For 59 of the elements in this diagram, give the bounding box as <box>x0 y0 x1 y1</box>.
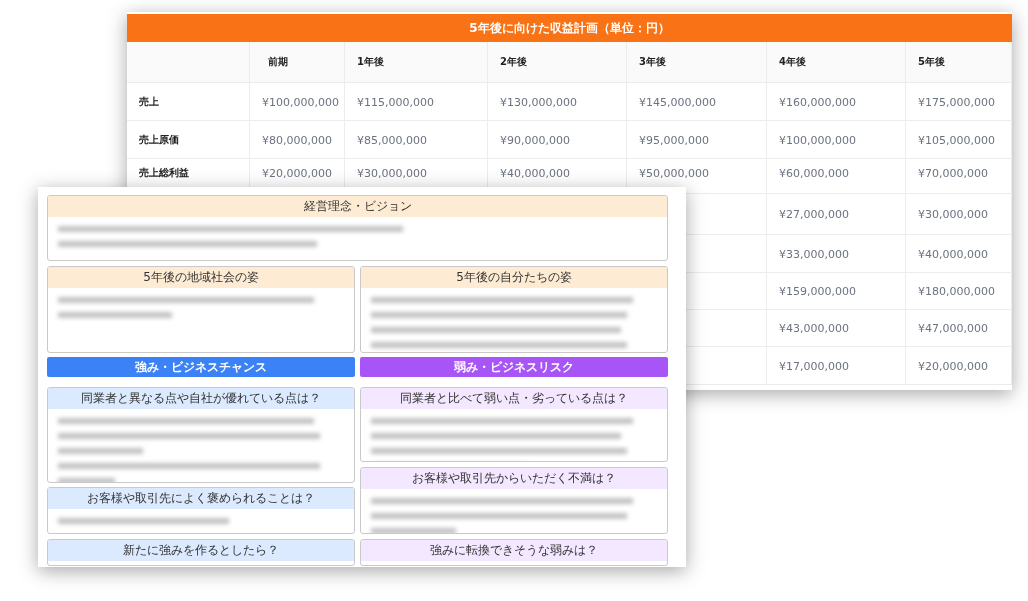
card-heading: お客様や取引先からいただく不満は？ <box>361 468 667 489</box>
table-value: ¥105,000,000 <box>918 133 995 146</box>
card-heading: 5年後の地域社会の姿 <box>48 267 354 288</box>
section-banner: 強み・ビジネスチャンス <box>47 357 355 377</box>
question-card <box>47 266 355 353</box>
table-value: ¥95,000,000 <box>639 133 709 146</box>
table-value: ¥27,000,000 <box>779 207 849 221</box>
column-header: 3年後 <box>639 55 666 69</box>
table-value: ¥160,000,000 <box>779 95 856 108</box>
form-sheet <box>38 187 686 567</box>
table-value: ¥145,000,000 <box>639 95 716 108</box>
row-header: 売上原価 <box>139 132 179 147</box>
column-header: 1年後 <box>357 55 384 69</box>
question-card <box>360 387 668 462</box>
table-value: ¥180,000,000 <box>918 284 995 298</box>
card-heading: 5年後の自分たちの姿 <box>361 267 667 288</box>
card-heading: お客様や取引先によく褒められることは？ <box>48 488 354 509</box>
table-value: ¥115,000,000 <box>357 95 434 108</box>
table-value: ¥33,000,000 <box>779 247 849 260</box>
question-card <box>360 266 668 353</box>
table-value: ¥90,000,000 <box>500 133 570 146</box>
table-value: ¥60,000,000 <box>779 166 849 180</box>
table-value: ¥30,000,000 <box>918 207 988 221</box>
table-value: ¥43,000,000 <box>779 321 849 335</box>
column-header: 5年後 <box>918 55 945 69</box>
table-value: ¥40,000,000 <box>918 247 988 260</box>
row-header: 売上総利益 <box>139 165 189 180</box>
row-header: 売上 <box>139 94 159 109</box>
question-card <box>47 539 355 566</box>
card-heading: 同業者と比べて弱い点・劣っている点は？ <box>361 388 667 409</box>
table-value: ¥100,000,000 <box>779 133 856 146</box>
question-card <box>360 467 668 534</box>
table-value: ¥70,000,000 <box>918 166 988 180</box>
table-value: ¥20,000,000 <box>262 166 332 180</box>
table-value: ¥100,000,000 <box>262 95 339 108</box>
card-heading: 新たに強みを作るとしたら？ <box>48 540 354 561</box>
question-card <box>47 387 355 483</box>
table-value: ¥17,000,000 <box>779 359 849 372</box>
table-value: ¥85,000,000 <box>357 133 427 146</box>
section-banner: 弱み・ビジネスリスク <box>360 357 668 377</box>
table-title-bar: 5年後に向けた収益計画（単位：円） <box>127 14 1012 42</box>
card-heading: 経営理念・ビジョン <box>48 196 667 217</box>
table-value: ¥130,000,000 <box>500 95 577 108</box>
column-header: 2年後 <box>500 55 527 69</box>
card-heading: 同業者と異なる点や自社が優れている点は？ <box>48 388 354 409</box>
column-header: 前期 <box>268 55 288 69</box>
table-value: ¥80,000,000 <box>262 133 332 146</box>
table-value: ¥40,000,000 <box>500 166 570 180</box>
question-card <box>47 195 668 261</box>
table-value: ¥159,000,000 <box>779 284 856 298</box>
table-value: ¥47,000,000 <box>918 321 988 335</box>
table-value: ¥50,000,000 <box>639 166 709 180</box>
card-heading: 強みに転換できそうな弱みは？ <box>361 540 667 561</box>
table-value: ¥30,000,000 <box>357 166 427 180</box>
column-header: 4年後 <box>779 55 806 69</box>
table-value: ¥20,000,000 <box>918 359 988 372</box>
question-card <box>47 487 355 534</box>
question-card <box>360 539 668 566</box>
table-value: ¥175,000,000 <box>918 95 995 108</box>
